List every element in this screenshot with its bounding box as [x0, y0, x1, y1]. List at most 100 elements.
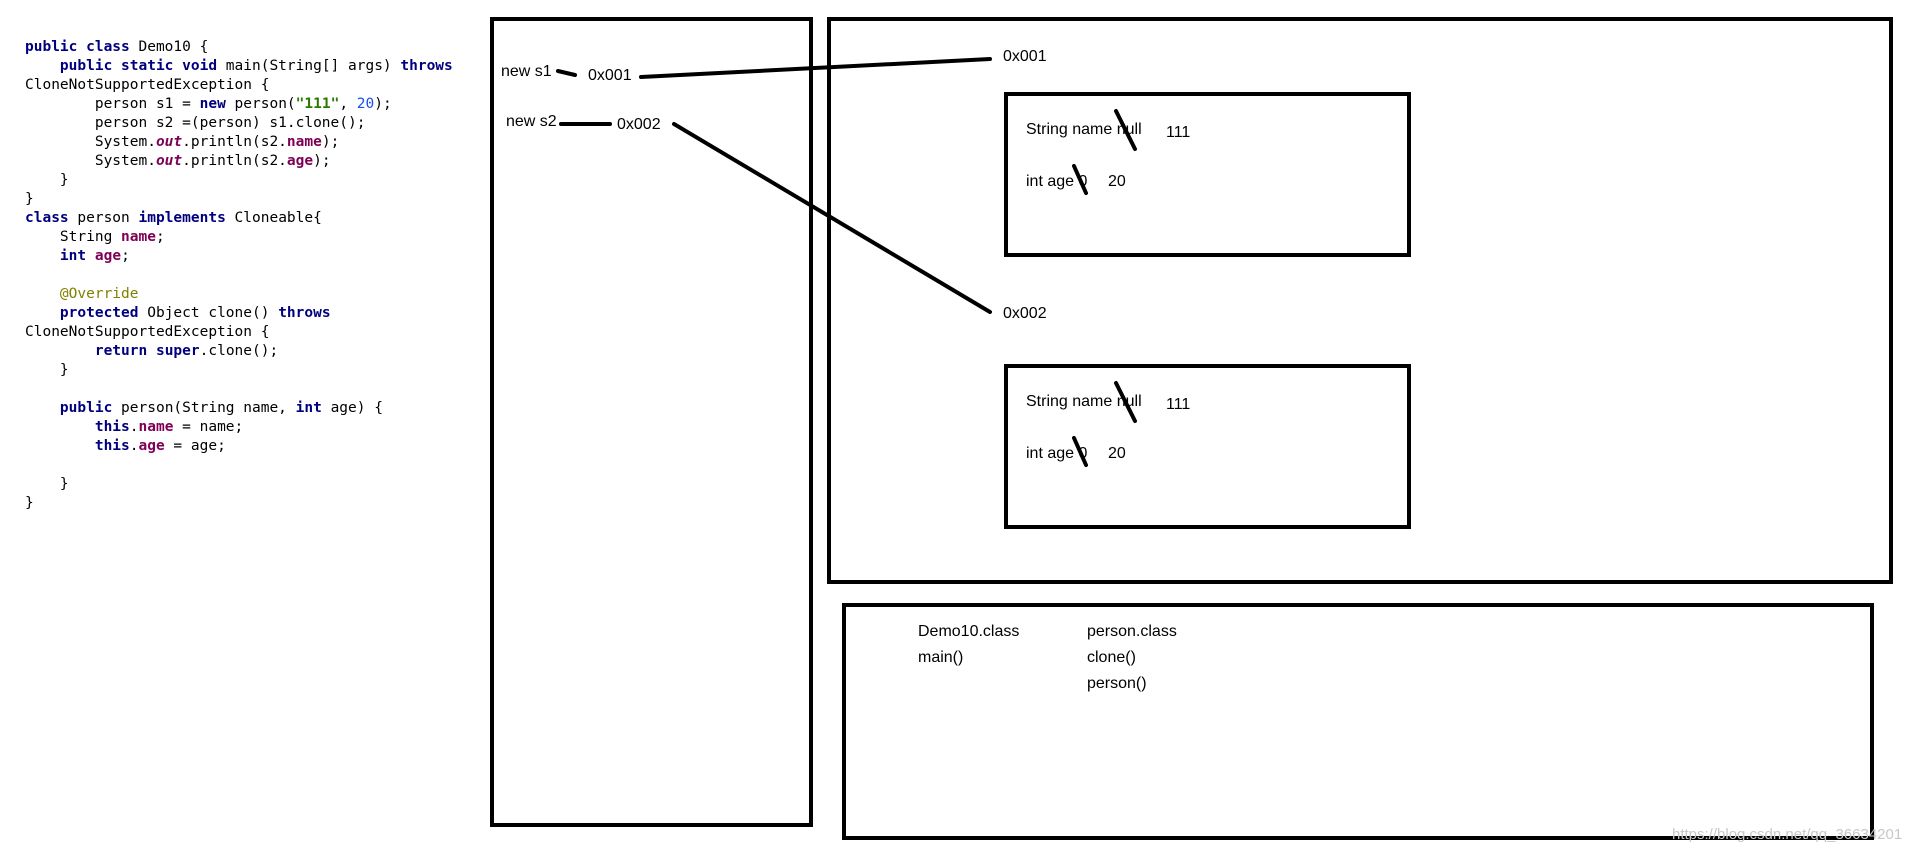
code-token: . [129, 419, 139, 435]
code-token: new [199, 96, 226, 112]
code-token: CloneNotSupportedException { [25, 77, 270, 93]
code-token: name [286, 134, 322, 150]
code-token: person [68, 210, 139, 226]
heap-area [827, 17, 1893, 584]
stack-s2-label: new s2 [506, 113, 557, 130]
code-listing: public class Demo10 { public static void… [25, 38, 453, 513]
code-token: super [155, 343, 200, 359]
code-token: ); [313, 153, 331, 169]
heap-object-2 [1004, 364, 1411, 529]
code-token: age) { [321, 400, 383, 416]
code-token: person( [225, 96, 296, 112]
code-token: ; [121, 248, 130, 264]
code-line: public static void main(String[] args) t… [25, 57, 453, 76]
code-token: Object clone() [138, 305, 279, 321]
s1-reference-line [639, 57, 992, 79]
code-token: person s1 = [25, 96, 200, 112]
method-area-person-class: person.class [1087, 623, 1177, 640]
code-token: .println(s2. [182, 153, 287, 169]
code-token: name [138, 419, 174, 435]
code-token: throws [400, 58, 453, 74]
code-token: . [129, 438, 139, 454]
obj2-name-value: 111 [1166, 396, 1191, 413]
code-line: System.out.println(s2.age); [25, 152, 453, 171]
method-area [842, 603, 1874, 840]
code-line: public person(String name, int age) { [25, 399, 453, 418]
code-token: public [59, 400, 113, 416]
code-token: } [25, 495, 34, 511]
code-token: System. [25, 134, 156, 150]
stack-frame [490, 17, 813, 827]
code-token: age [138, 438, 165, 454]
strike-null-1 [1114, 109, 1137, 151]
code-line: this.age = age; [25, 437, 453, 456]
stack-s2-address: 0x002 [617, 116, 661, 133]
code-token: out [155, 134, 183, 150]
code-line: CloneNotSupportedException { [25, 323, 453, 342]
code-token: public static void [59, 58, 218, 74]
strike-zero-2 [1072, 436, 1088, 467]
code-line: person s1 = new person("111", 20); [25, 95, 453, 114]
code-token: @Override [59, 286, 139, 302]
code-token: int [295, 400, 322, 416]
code-line: } [25, 171, 453, 190]
code-token: this [94, 438, 130, 454]
code-token: CloneNotSupportedException { [25, 324, 270, 340]
code-token: } [25, 172, 69, 188]
code-token: return [94, 343, 148, 359]
code-line: } [25, 475, 453, 494]
code-token: age [286, 153, 314, 169]
code-line: } [25, 361, 453, 380]
code-token: } [25, 362, 69, 378]
code-token: int [59, 248, 87, 264]
stack-s1-label: new s1 [501, 63, 552, 80]
s2-reference-line [672, 122, 992, 314]
code-token: protected [59, 305, 139, 321]
code-token: main(String[] args) [217, 58, 401, 74]
code-token: name [121, 229, 156, 245]
stack-s1-address: 0x001 [588, 67, 632, 84]
obj2-age-field: int age 0 [1026, 445, 1088, 462]
code-token: throws [278, 305, 331, 321]
code-token: } [25, 476, 69, 492]
code-token: 20 [356, 96, 375, 112]
heap-object-2-address: 0x002 [1003, 305, 1047, 322]
code-token: person s2 =(person) s1.clone(); [25, 115, 366, 131]
code-token: } [25, 191, 34, 207]
code-line: protected Object clone() throws [25, 304, 453, 323]
code-token: class [25, 210, 69, 226]
heap-object-1-address: 0x001 [1003, 48, 1047, 65]
code-token: .println(s2. [182, 134, 287, 150]
s1-dash [556, 69, 577, 77]
obj1-age-field: int age 0 [1026, 173, 1088, 190]
method-area-person-clone: clone() [1087, 649, 1136, 666]
watermark: https://blog.csdn.net/qq_36634201 [1672, 826, 1903, 843]
method-area-person-ctor: person() [1087, 675, 1147, 692]
method-area-demo-class: Demo10.class [918, 623, 1020, 640]
code-token: this [94, 419, 130, 435]
code-line: int age; [25, 247, 453, 266]
code-token: , [339, 96, 357, 112]
code-token: public class [25, 39, 130, 55]
obj1-name-value: 111 [1166, 124, 1191, 141]
code-line: CloneNotSupportedException { [25, 76, 453, 95]
code-token: System. [25, 153, 156, 169]
code-token: Demo10 { [129, 39, 209, 55]
code-token: Cloneable{ [225, 210, 322, 226]
obj2-name-field: String name null [1026, 393, 1142, 410]
code-line: public class Demo10 { [25, 38, 453, 57]
method-area-demo-main: main() [918, 649, 964, 666]
code-line: person s2 =(person) s1.clone(); [25, 114, 453, 133]
code-token: out [155, 153, 183, 169]
code-line: } [25, 494, 453, 513]
code-line: System.out.println(s2.name); [25, 133, 453, 152]
obj2-age-value: 20 [1108, 445, 1126, 462]
code-token: ); [321, 134, 340, 150]
code-token: .clone(); [199, 343, 279, 359]
code-line: } [25, 190, 453, 209]
code-line: @Override [25, 285, 453, 304]
code-token: "111" [295, 96, 340, 112]
code-token: = name; [173, 419, 244, 435]
code-line: String name; [25, 228, 453, 247]
code-token: String [25, 229, 122, 245]
